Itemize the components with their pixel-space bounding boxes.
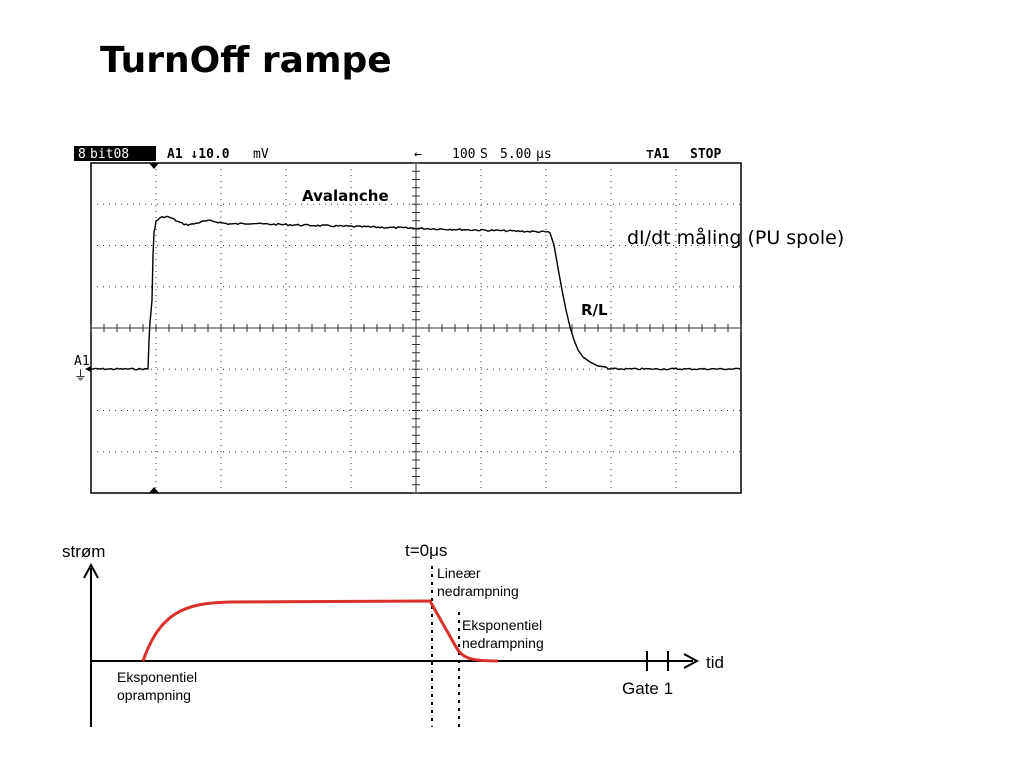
ground-icon: ⏚ [74, 369, 87, 384]
x-axis-label: tid [706, 653, 724, 672]
linear-label-line1: Lineær [437, 565, 481, 581]
channel-level-arrow [85, 366, 91, 372]
scope-grid [90, 162, 742, 494]
time-per-div-unit: μs [536, 147, 552, 162]
oscilloscope-capture: 8 bit08 A1 ↓10.0 mV ← 100 S 5.00 μs ⊤A1 … [74, 146, 742, 494]
vertical-scale: A1 ↓10.0 [167, 147, 230, 162]
exp-up-label-line1: Eksponentiel [117, 669, 197, 685]
exp-down-label-line1: Eksponentiel [462, 617, 542, 633]
horizontal-position-marker: ← [414, 147, 422, 162]
avalanche-label: Avalanche [302, 187, 389, 205]
vertical-scale-unit: mV [253, 147, 269, 162]
x-axis-arrow-icon [683, 653, 700, 669]
timebase: 100 [452, 147, 475, 162]
acquisition-mode: STOP [690, 147, 721, 162]
t0-label: t=0μs [405, 541, 447, 560]
scope-waveform [90, 215, 741, 371]
trigger-position-marker-bottom [149, 487, 159, 493]
timebase-unit: S [480, 147, 488, 162]
exp-up-label-line2: oprampning [117, 687, 191, 703]
channel-label: bit08 [90, 147, 129, 162]
linear-label-line2: nedrampning [437, 583, 519, 599]
schematic-diagram: strøm tid Gate 1 t=0μs Lineær nedrampnin… [62, 541, 724, 727]
trigger-position-marker-top [149, 163, 159, 169]
rl-label: R/L [581, 301, 608, 319]
slide-title: TurnOff rampe [100, 40, 392, 81]
current-curve [141, 599, 499, 663]
trigger-source: ⊤A1 [646, 147, 670, 162]
channel-index: 8 [78, 147, 86, 162]
exp-down-label-line2: nedrampning [462, 635, 544, 651]
gate-label: Gate 1 [622, 679, 673, 698]
didt-measurement-label: dI/dt måling (PU spole) [627, 226, 844, 249]
y-axis-arrow-icon [83, 562, 99, 579]
y-axis-label: strøm [62, 542, 105, 561]
channel-label-box [74, 146, 156, 161]
channel-marker: A1 [74, 354, 90, 369]
time-per-div: 5.00 [500, 147, 531, 162]
